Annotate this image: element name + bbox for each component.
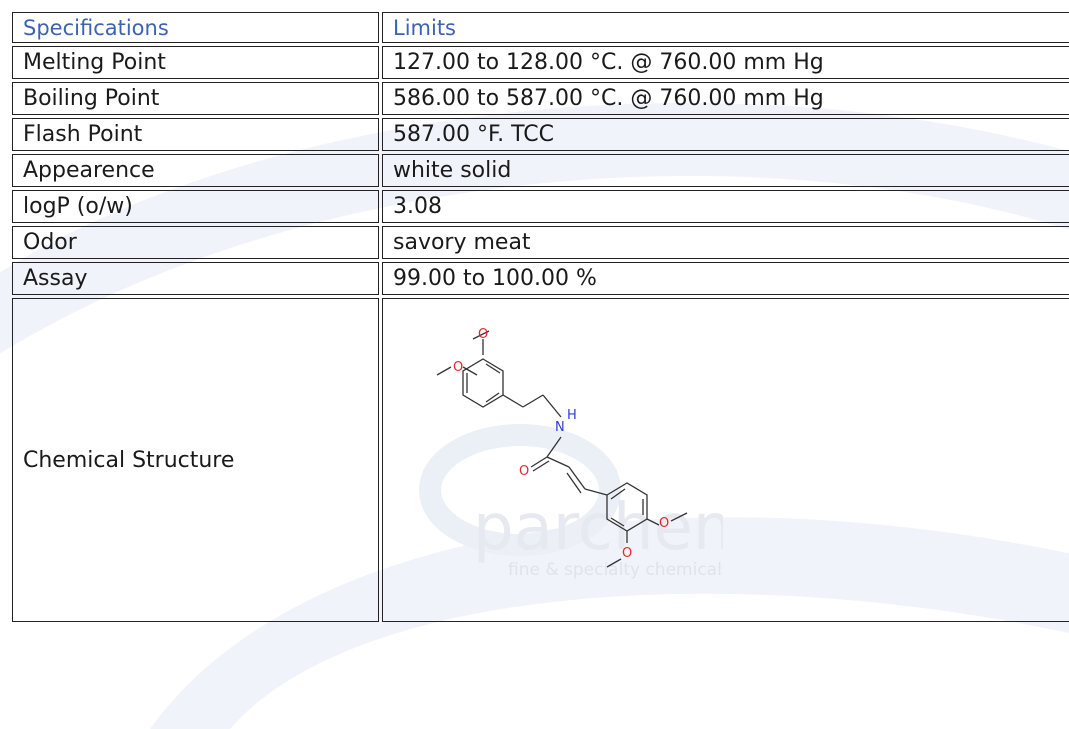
spec-name: Appearence bbox=[12, 154, 379, 187]
atom-oxygen-label: O bbox=[453, 360, 463, 375]
table-row: Flash Point 587.00 °F. TCC bbox=[12, 118, 1069, 151]
table-header-row: Specifications Limits bbox=[12, 12, 1069, 43]
spec-name: Flash Point bbox=[12, 118, 379, 151]
atom-hydrogen-label: H bbox=[567, 408, 577, 423]
spec-name: Assay bbox=[12, 262, 379, 295]
table-row: Melting Point 127.00 to 128.00 °C. @ 760… bbox=[12, 46, 1069, 79]
specifications-table: Specifications Limits Melting Point 127.… bbox=[9, 9, 1069, 625]
parchem-watermark-tagline: fine & specialty chemicals bbox=[508, 560, 723, 580]
spec-limit: 127.00 to 128.00 °C. @ 760.00 mm Hg bbox=[382, 46, 1069, 79]
spec-name: logP (o/w) bbox=[12, 190, 379, 223]
atom-oxygen-label: O bbox=[519, 464, 529, 479]
table-row: Assay 99.00 to 100.00 % bbox=[12, 262, 1069, 295]
header-limits: Limits bbox=[382, 12, 1069, 43]
chemical-structure-cell: parchem fine & specialty chemicals bbox=[382, 298, 1069, 622]
spec-limit: 586.00 to 587.00 °C. @ 760.00 mm Hg bbox=[382, 82, 1069, 115]
spec-limit: 3.08 bbox=[382, 190, 1069, 223]
table-row: Odor savory meat bbox=[12, 226, 1069, 259]
parchem-watermark-text: parchem bbox=[473, 491, 723, 565]
header-specifications: Specifications bbox=[12, 12, 379, 43]
spec-name: Chemical Structure bbox=[12, 298, 379, 622]
spec-limit: 99.00 to 100.00 % bbox=[382, 262, 1069, 295]
spec-name: Boiling Point bbox=[12, 82, 379, 115]
atom-oxygen-label: O bbox=[622, 546, 632, 561]
spec-limit: white solid bbox=[382, 154, 1069, 187]
atom-nitrogen-label: N bbox=[555, 420, 565, 435]
table-row: Appearence white solid bbox=[12, 154, 1069, 187]
spec-name: Melting Point bbox=[12, 46, 379, 79]
table-row: Boiling Point 586.00 to 587.00 °C. @ 760… bbox=[12, 82, 1069, 115]
spec-name: Odor bbox=[12, 226, 379, 259]
spec-limit: 587.00 °F. TCC bbox=[382, 118, 1069, 151]
atom-oxygen-label: O bbox=[659, 516, 669, 531]
chemical-structure-image: parchem fine & specialty chemicals bbox=[436, 327, 723, 580]
atom-oxygen-label: O bbox=[478, 327, 488, 342]
spec-limit: savory meat bbox=[382, 226, 1069, 259]
table-row: logP (o/w) 3.08 bbox=[12, 190, 1069, 223]
table-row-structure: Chemical Structure parchem fine & specia… bbox=[12, 298, 1069, 622]
